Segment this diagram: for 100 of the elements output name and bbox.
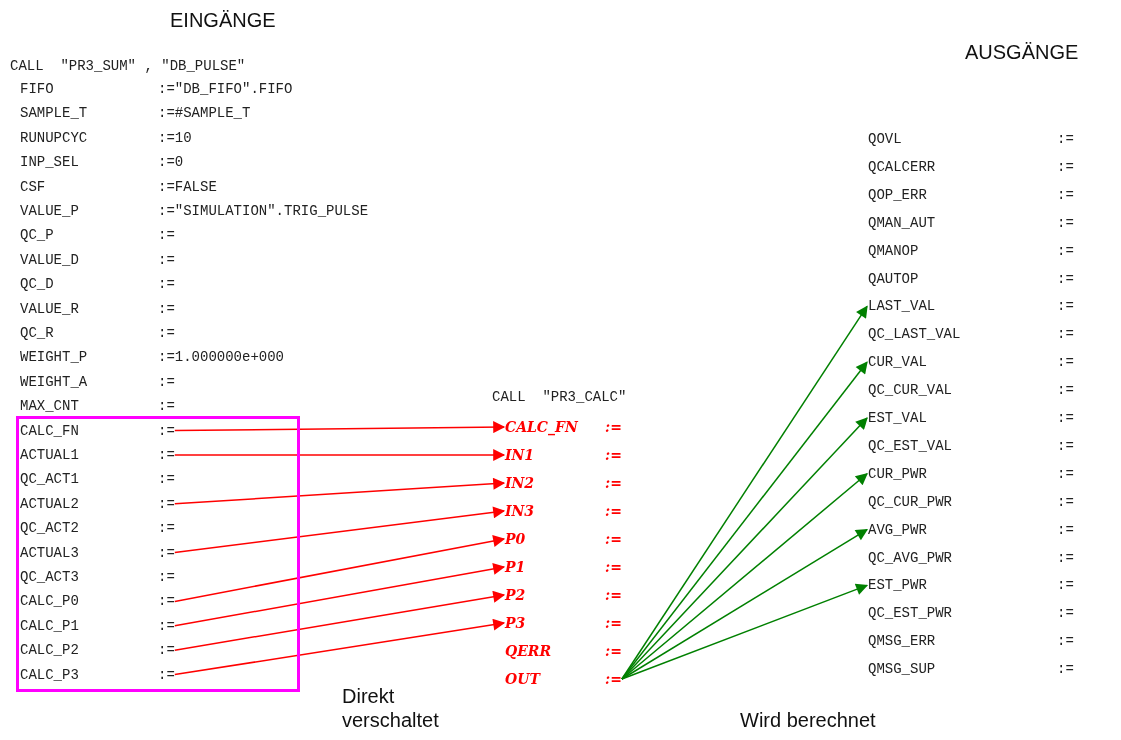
- parameter-name: RUNUPCYC: [20, 128, 88, 147]
- assignment-value: :=: [1057, 632, 1074, 651]
- assignment-operator: :=: [605, 446, 622, 464]
- assignment-operator: :=: [1057, 520, 1074, 539]
- assignment-value: :=: [1057, 436, 1074, 455]
- parameter-name: MAX_CNT: [20, 397, 79, 416]
- assignment-operator: :=: [158, 568, 175, 586]
- parameter-name: LAST_VAL: [868, 297, 937, 316]
- assignment-operator: :=: [158, 543, 175, 562]
- assignment-value: :=: [158, 250, 175, 269]
- assignment-operator: :=: [1057, 464, 1074, 483]
- parameter-name: QOVL: [868, 130, 902, 148]
- assignment-value: :="SIMULATION".TRIG_PULSE: [158, 202, 369, 220]
- arrow: [174, 618, 506, 676]
- parameter-name: ACTUAL1: [20, 446, 80, 464]
- assignment-value: :=0: [158, 153, 184, 172]
- parameter-name: QC_CUR_PWR: [868, 492, 952, 511]
- assignment-operator: :=: [158, 494, 175, 513]
- arrow: [621, 583, 869, 680]
- parameter-name: VALUE_P: [20, 202, 79, 220]
- arrow: [621, 473, 868, 680]
- assignment-value: :=: [158, 299, 175, 318]
- parameter-name: CALC_FN: [20, 421, 80, 440]
- assignment-operator: :=: [158, 665, 175, 684]
- parameter-name: QC_LAST_VAL: [868, 325, 961, 344]
- parameter-name: CALC_P0: [20, 592, 80, 611]
- parameter-name: QC_ACT2: [20, 519, 80, 538]
- assignment-operator: :=: [605, 502, 622, 520]
- annotation-text: Direkt verschaltet: [342, 684, 440, 732]
- parameter-name: QC_ACT3: [20, 568, 80, 586]
- parameter-name: QOP_ERR: [868, 185, 927, 204]
- assignment-operator: :=: [605, 474, 622, 492]
- assignment-value: :=: [1057, 269, 1074, 288]
- assignment-operator: :=: [605, 642, 622, 660]
- assignment-operator: :=: [158, 592, 175, 611]
- parameter-name: AVG_PWR: [868, 520, 928, 539]
- assignment-value: :=10: [158, 128, 192, 147]
- code-line: CALL "PR3_CALC": [492, 388, 627, 406]
- assignment-value: :=: [158, 372, 175, 391]
- assignment-operator: :=: [158, 641, 175, 660]
- parameter-name: CALC_P3: [20, 665, 80, 684]
- assignment-value: :=: [1057, 548, 1074, 567]
- assignment-operator: :=: [605, 530, 622, 548]
- assignment-value: :=: [1057, 381, 1074, 400]
- arrow: [174, 449, 506, 461]
- assignment-operator: :=: [158, 519, 175, 538]
- parameter-name: VALUE_D: [20, 250, 79, 269]
- parameter-name: EST_PWR: [868, 576, 928, 595]
- parameter-name: CALC_FN: [505, 418, 580, 436]
- highlight-frame: [16, 416, 300, 692]
- assignment-operator: :=: [1057, 409, 1074, 427]
- parameter-name: EST_VAL: [868, 409, 928, 427]
- assignment-operator: :=: [158, 446, 175, 464]
- assignment-operator: :=: [605, 614, 622, 632]
- assignment-operator: :=: [605, 418, 622, 436]
- assignment-operator: :=: [605, 558, 622, 576]
- parameter-name: QMSG_SUP: [868, 660, 936, 679]
- assignment-value: :=: [1057, 604, 1074, 623]
- code-line: CALL "PR3_SUM" , "DB_PULSE": [10, 57, 246, 75]
- section-heading: EINGÄNGE: [170, 8, 276, 32]
- parameter-name: FIFO: [20, 80, 54, 98]
- parameter-name: IN2: [505, 474, 536, 492]
- arrow: [174, 506, 506, 554]
- arrow: [174, 590, 506, 651]
- parameter-name: QC_D: [20, 275, 54, 294]
- parameter-name: QC_EST_PWR: [868, 604, 952, 623]
- assignment-value: :=: [1057, 185, 1074, 204]
- assignment-operator: :=: [605, 670, 622, 688]
- parameter-name: SAMPLE_T: [20, 104, 88, 123]
- parameter-name: QMANOP: [868, 241, 919, 260]
- parameter-name: IN1: [505, 446, 536, 464]
- parameter-name: CUR_PWR: [868, 464, 928, 483]
- arrow: [174, 421, 506, 434]
- assignment-operator: :=: [158, 616, 175, 635]
- parameter-name: WEIGHT_P: [20, 348, 88, 367]
- assignment-value: :=: [1057, 325, 1074, 344]
- arrow: [621, 528, 868, 680]
- parameter-name: CSF: [20, 177, 46, 196]
- assignment-value: :=1.000000e+000: [158, 348, 285, 367]
- assignment-value: :=: [1057, 492, 1074, 511]
- assignment-operator: :=: [158, 470, 175, 489]
- assignment-value: :=: [1057, 130, 1074, 148]
- parameter-name: CUR_VAL: [868, 353, 928, 372]
- assignment-operator: :=: [158, 421, 175, 440]
- parameter-name: QMSG_ERR: [868, 632, 936, 651]
- parameter-name: P2: [505, 586, 527, 604]
- assignment-value: :=: [1057, 660, 1074, 679]
- parameter-name: QERR: [505, 642, 552, 660]
- assignment-value: :=: [158, 275, 175, 294]
- assignment-operator: :=: [605, 586, 622, 604]
- parameter-name: QC_CUR_VAL: [868, 381, 952, 400]
- parameter-name: P3: [505, 614, 527, 632]
- assignment-operator: :=: [1057, 576, 1074, 595]
- parameter-name: P1: [505, 558, 527, 576]
- parameter-name: ACTUAL2: [20, 494, 80, 513]
- section-heading: AUSGÄNGE: [965, 40, 1079, 64]
- parameter-name: QC_R: [20, 324, 54, 342]
- arrow: [174, 563, 506, 627]
- parameter-name: INP_SEL: [20, 153, 79, 172]
- parameter-name: P0: [505, 530, 527, 548]
